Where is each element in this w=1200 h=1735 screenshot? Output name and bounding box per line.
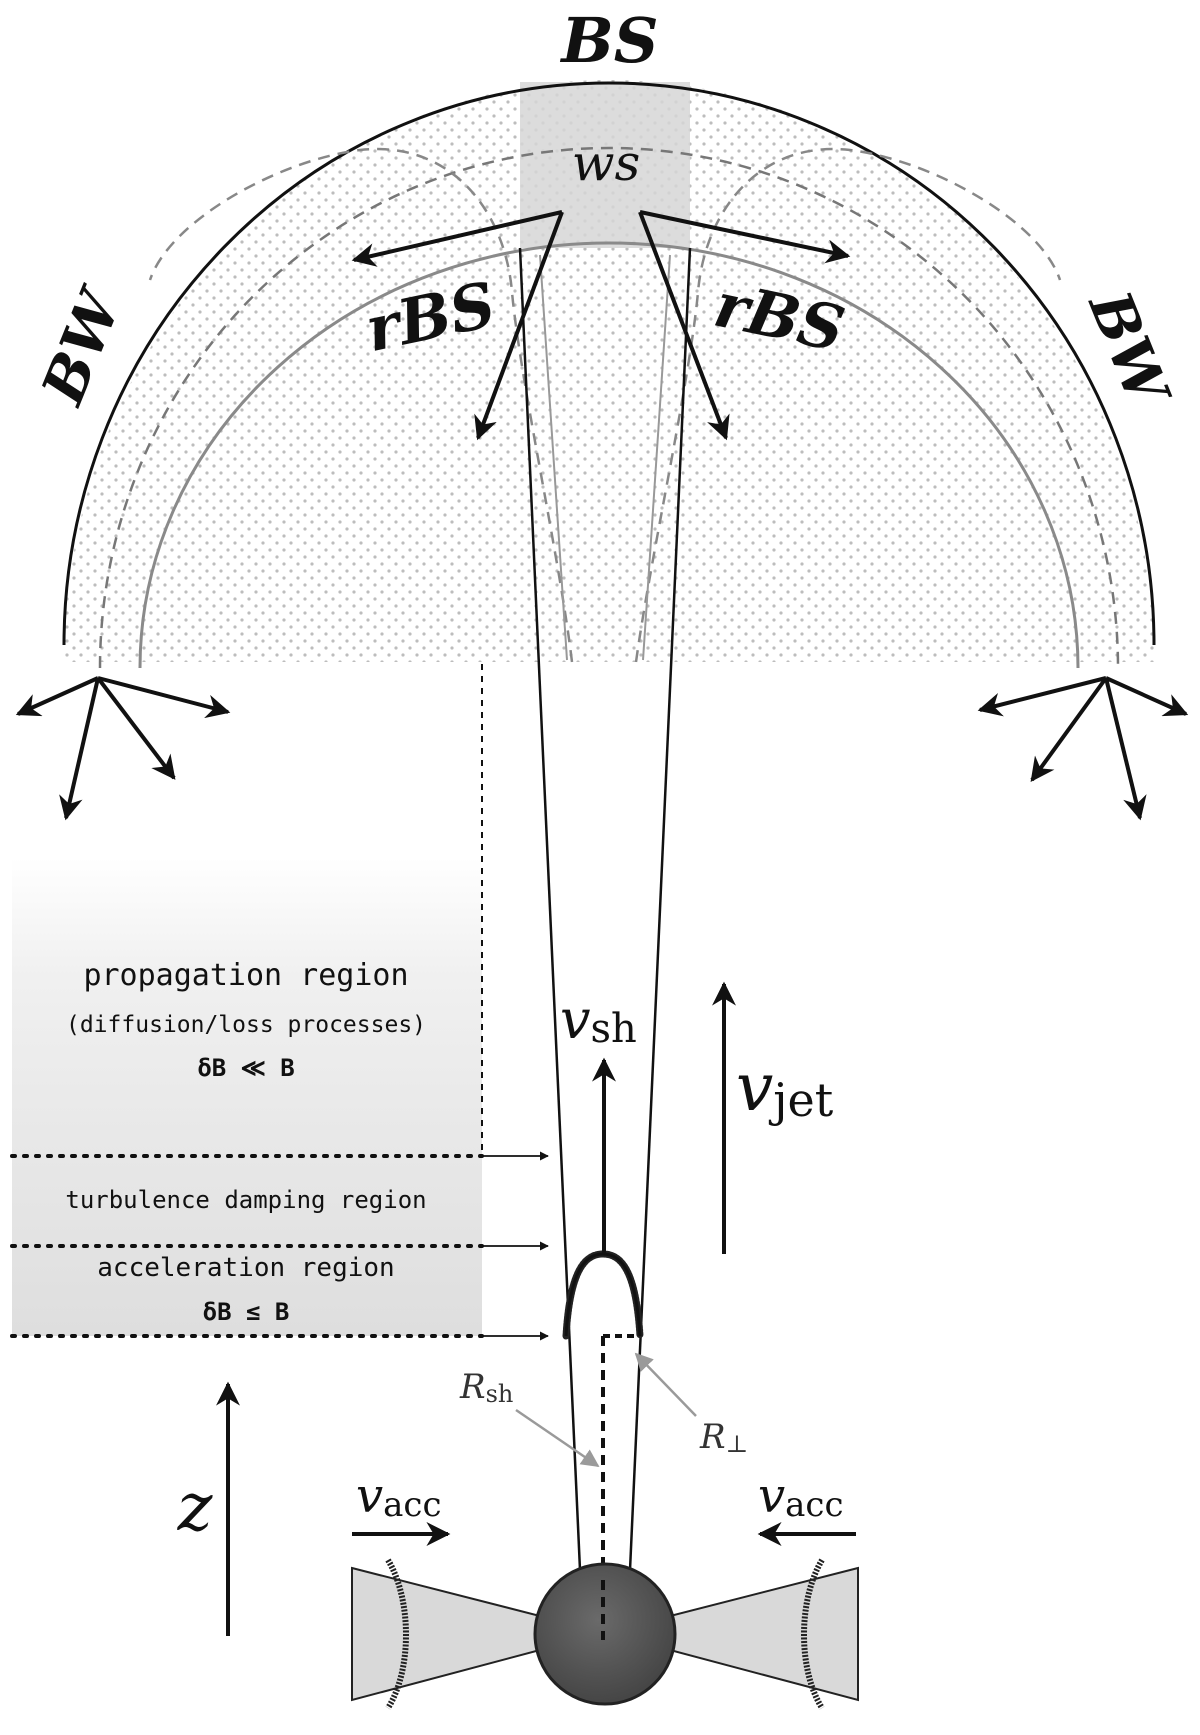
acceleration-region-title: acceleration region [97,1253,394,1283]
disk-shock-left [385,1558,409,1710]
bw-flow-arrows-right [977,676,1189,821]
label-r-sh: Rsh [459,1367,513,1408]
r-sh-pointer [515,1408,600,1468]
reverse-bow-shock-inner [138,241,1080,669]
disk-shock-right [801,1558,825,1710]
contact-discontinuity-outer [98,146,1120,669]
working-surface-box [520,82,690,248]
inner-dashed-lobe-left [148,147,574,663]
label-bow-shock: BS [559,4,658,77]
bow-shock-outer [62,81,1156,646]
jet-edge-right [628,247,692,1571]
label-v-jet: vjet [736,1049,834,1127]
propagation-region-title: propagation region [83,958,408,993]
label-working-surface: ws [572,134,640,192]
accretion-disk-right [669,1566,859,1702]
damping-region-title: turbulence damping region [65,1186,426,1214]
label-r-perp: R⊥ [699,1417,748,1458]
bw-flow-arrows-left [15,676,231,821]
ws-flow-arrows [351,210,851,441]
accretion-disk-left [351,1566,541,1702]
label-z-axis: z [177,1469,214,1546]
jet-edge-left [518,247,582,1571]
label-v-sh: vsh [560,988,637,1052]
propagation-region-condition: δB ≪ B [197,1054,294,1082]
r-perp-pointer [634,1352,697,1417]
region-pointer-arrows [482,1151,549,1341]
internal-shock-front [562,1250,644,1340]
region-panel [12,858,482,1336]
label-v-acc-left: vacc [356,1468,441,1525]
acceleration-region-condition: δB ≤ B [203,1298,290,1326]
cocoon-region [64,80,1154,662]
propagation-region-subtitle: (diffusion/loss processes) [66,1012,426,1038]
label-v-acc-right: vacc [758,1468,843,1525]
